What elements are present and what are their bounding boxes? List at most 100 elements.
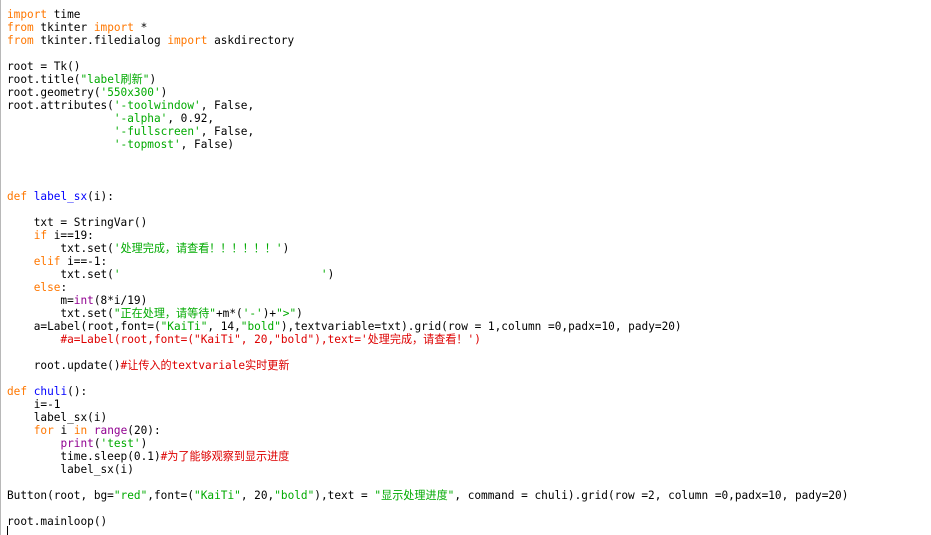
code-line: elif i==-1: — [7, 255, 848, 268]
code-line: if i==19: — [7, 229, 848, 242]
code-token — [87, 424, 94, 437]
code-token: root.mainloop() — [7, 515, 108, 528]
code-token — [7, 125, 114, 138]
code-token — [27, 190, 34, 203]
code-token: , 0.92, — [167, 112, 215, 125]
code-token: def — [7, 190, 28, 203]
code-token: import — [7, 8, 48, 21]
code-token: else — [33, 281, 61, 294]
code-token: askdirectory — [207, 34, 295, 47]
code-token — [7, 112, 114, 125]
code-token: , 20, — [240, 489, 275, 502]
code-token: in — [73, 424, 88, 437]
code-token: from — [7, 34, 34, 47]
code-token: ,font=( — [147, 489, 195, 502]
code-line: '-topmost', False) — [7, 138, 848, 151]
code-line: txt.set(' ') — [7, 268, 848, 281]
code-line: ​ — [7, 476, 848, 489]
code-token: (i): — [87, 190, 114, 203]
code-line: from tkinter.filedialog import askdirect… — [7, 34, 848, 47]
code-token: txt.set( — [7, 307, 114, 320]
code-token: ) — [140, 437, 148, 450]
code-token: txt.set( — [7, 268, 114, 281]
code-token: root = Tk() — [7, 60, 81, 73]
code-line: ​ — [7, 47, 848, 60]
code-token: "显示处理进度" — [374, 489, 455, 502]
code-token — [7, 229, 34, 242]
code-token: root.update() — [7, 359, 121, 372]
code-token: import — [93, 21, 134, 34]
code-line: txt.set("正在处理，请等待"+m*('-')+">") — [7, 307, 848, 320]
code-token: '处理完成，请查看！！！！！！' — [113, 242, 283, 255]
code-token: Button(root, bg= — [7, 489, 114, 502]
code-token: ' ' — [113, 268, 328, 281]
code-token: i==19: — [47, 229, 94, 242]
code-line: root.mainloop() — [7, 515, 848, 528]
code-token: "KaiTi" — [160, 320, 208, 333]
code-token: +m*( — [215, 307, 243, 320]
code-line: a=Label(root,font=("KaiTi", 14,"bold"),t… — [7, 320, 848, 333]
code-token: , command = chuli).grid(row =2, column =… — [454, 489, 849, 502]
code-token: m= — [7, 294, 74, 307]
code-token: if — [33, 229, 48, 242]
code-line: ​ — [7, 151, 848, 164]
code-line: txt = StringVar() — [7, 216, 848, 229]
code-token: '-alpha' — [113, 112, 168, 125]
code-token: ),textvariable=txt).grid(row = 1,column … — [280, 320, 682, 333]
code-token: label_sx(i) — [7, 411, 108, 424]
code-token: ),text = — [314, 489, 375, 502]
code-line: else: — [7, 281, 848, 294]
code-token: '-' — [242, 307, 263, 320]
code-token: elif — [33, 255, 61, 268]
code-token: ) — [160, 86, 168, 99]
code-token: (20): — [127, 424, 161, 437]
code-token: a=Label(root,font=( — [7, 320, 161, 333]
code-token — [7, 333, 60, 346]
code-token: (): — [67, 385, 88, 398]
code-token: print — [60, 437, 94, 450]
code-token: #a=Label(root,font=("KaiTi", 20,"bold"),… — [60, 333, 481, 346]
code-token: : — [60, 281, 68, 294]
code-line: ​ — [7, 177, 848, 190]
code-token: root.title( — [7, 73, 81, 86]
code-line: ​ — [7, 502, 848, 515]
code-token: #为了能够观察到显示进度 — [160, 450, 290, 463]
code-token: ( — [93, 437, 101, 450]
code-token: , False, — [200, 125, 255, 138]
code-token: '-toolwindow' — [113, 99, 201, 112]
code-line: root.update()#让传入的textvariale实时更新 — [7, 359, 848, 372]
code-token: label_sx — [33, 190, 88, 203]
code-token: "bold" — [274, 489, 315, 502]
code-token: def — [7, 385, 28, 398]
code-token: txt = StringVar() — [7, 216, 148, 229]
code-token: '550x300' — [100, 86, 161, 99]
code-token: ) — [282, 242, 290, 255]
code-line: label_sx(i) — [7, 411, 848, 424]
code-line: txt.set('处理完成，请查看！！！！！！') — [7, 242, 848, 255]
code-token: 'test' — [100, 437, 141, 450]
code-token — [27, 385, 34, 398]
code-token: tkinter — [33, 21, 94, 34]
code-token: , False, — [200, 99, 255, 112]
code-token: "bold" — [240, 320, 281, 333]
text-cursor — [7, 526, 8, 535]
code-token: import — [167, 34, 208, 47]
code-line: def label_sx(i): — [7, 190, 848, 203]
code-line: root.geometry('550x300') — [7, 86, 848, 99]
code-line: ​ — [7, 346, 848, 359]
code-token: "正在处理，请等待" — [113, 307, 216, 320]
code-line: '-fullscreen', False, — [7, 125, 848, 138]
code-line: def chuli(): — [7, 385, 848, 398]
code-token — [7, 255, 34, 268]
code-token: for — [33, 424, 54, 437]
code-token: "KaiTi" — [194, 489, 241, 502]
code-token: int — [73, 294, 94, 307]
code-token — [7, 437, 60, 450]
code-line: Button(root, bg="red",font=("KaiTi", 20,… — [7, 489, 848, 502]
code-token — [7, 424, 34, 437]
code-line: root = Tk() — [7, 60, 848, 73]
code-token — [7, 281, 34, 294]
code-token: '-topmost' — [113, 138, 181, 151]
